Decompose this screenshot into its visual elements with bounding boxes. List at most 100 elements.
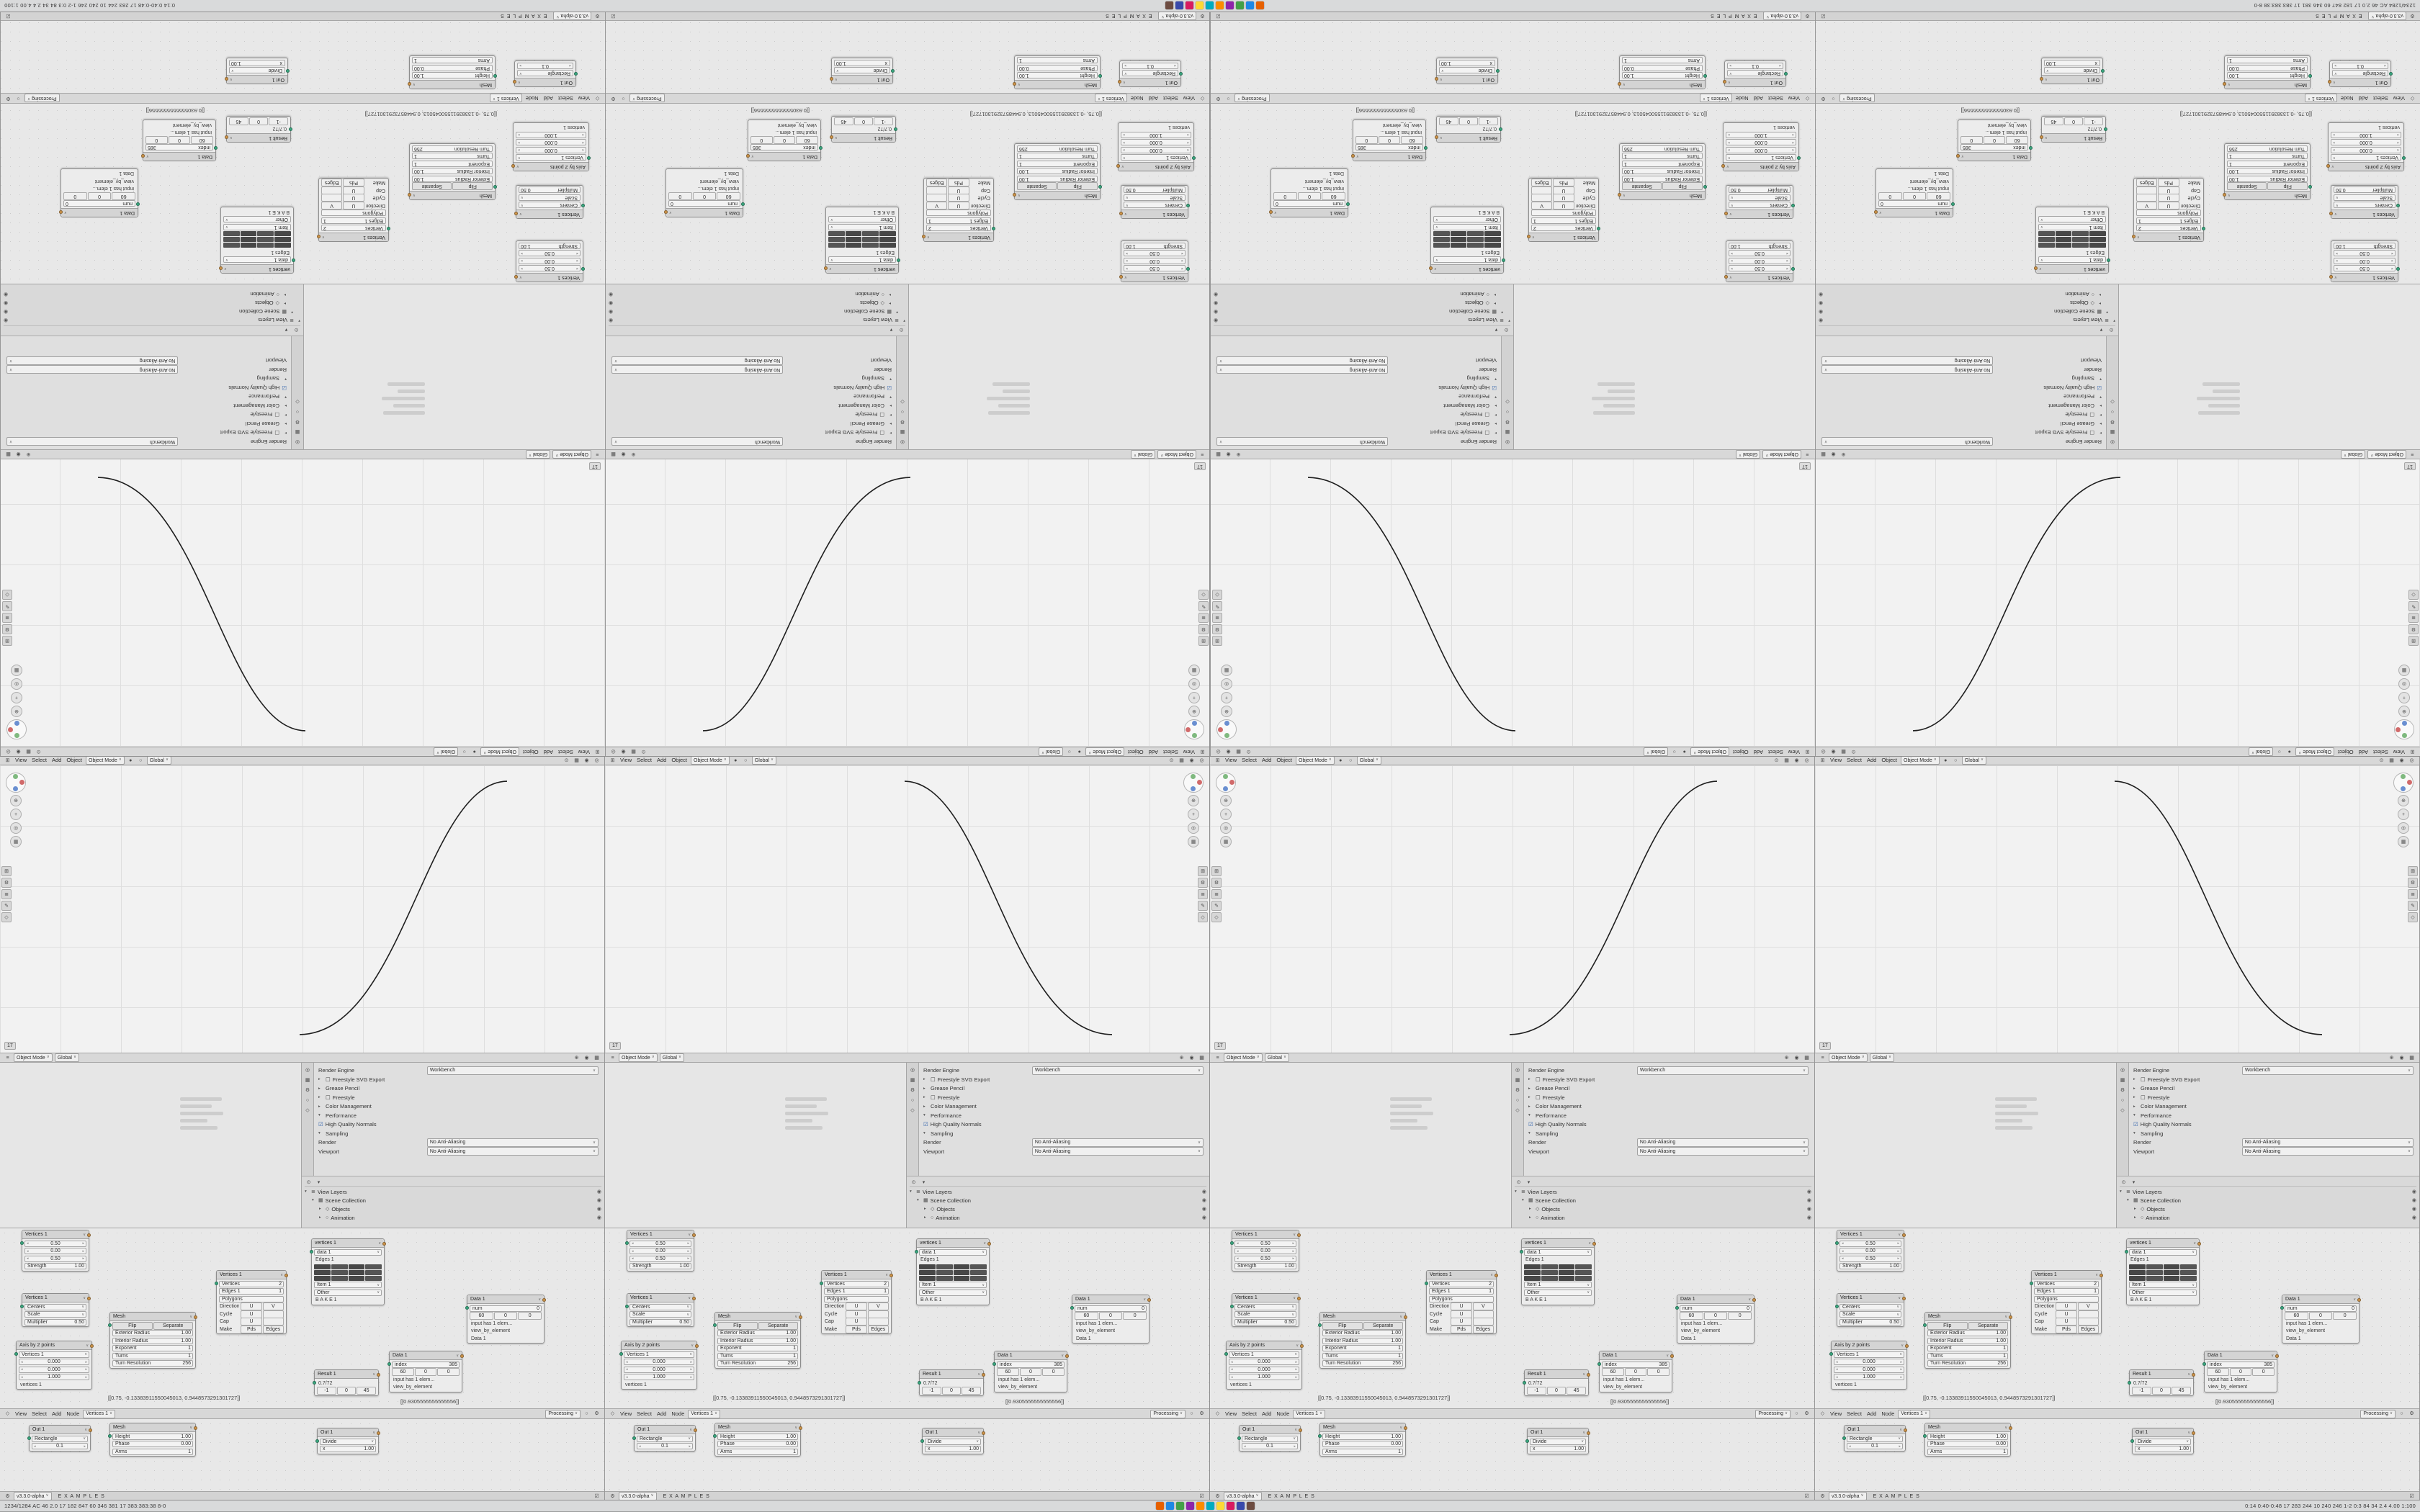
tab-output-icon[interactable]: ▦	[1505, 429, 1510, 434]
expand-icon[interactable]: ▸	[2134, 1215, 2136, 1220]
socket-dot[interactable]	[1116, 164, 1120, 168]
swatch-cell[interactable]	[936, 1264, 953, 1269]
socket-dot[interactable]	[2132, 235, 2136, 238]
checkbox-icon[interactable]: ☐	[1536, 1094, 1541, 1101]
menu-object[interactable]: Object	[1127, 748, 1144, 755]
node-header[interactable]: Vertices 1∨	[1726, 273, 1793, 282]
viewport-aa-select[interactable]: No Anti-Aliasing∨	[1821, 356, 1994, 365]
collapse-icon[interactable]: ▾	[1528, 1131, 1531, 1135]
tab-gear-icon[interactable]: ⚙	[2408, 624, 2419, 634]
socket-dot[interactable]	[1703, 74, 1707, 78]
render-aa-select[interactable]: No Anti-Aliasing∨	[1216, 365, 1389, 374]
swatch-cell[interactable]	[845, 231, 862, 237]
socket-dot[interactable]	[317, 235, 321, 238]
visibility-toggle[interactable]: ◉	[1201, 1215, 1206, 1220]
node[interactable]: Out 1∨Rectangle∨◂0.1▸	[1237, 1425, 1302, 1452]
node-dropdown[interactable]: data 1∨	[919, 1248, 987, 1256]
render-engine-select[interactable]: Workbench∨	[1216, 437, 1389, 446]
property-panel-color-management[interactable]: ▸ Color Management	[923, 1102, 1204, 1110]
node-header[interactable]: Mesh∨	[715, 1313, 800, 1321]
swatch-cell[interactable]	[2072, 237, 2089, 243]
menu-add[interactable]: Add	[2358, 748, 2369, 755]
expand-icon[interactable]: ▸	[889, 421, 892, 426]
node-header[interactable]: Out 1∨	[515, 78, 575, 86]
node-tree-select[interactable]: Vertices 1∨	[2304, 94, 2337, 103]
viewport-aa-select[interactable]: No Anti-Aliasing∨	[426, 1147, 599, 1156]
tab-diamond-icon[interactable]: ◇	[2408, 912, 2418, 922]
shading-icon[interactable]: ◉	[1226, 749, 1231, 755]
socket-dot[interactable]	[1956, 154, 1960, 158]
mode-select[interactable]: Object Mode∨	[2295, 747, 2334, 756]
menu-select[interactable]: Select	[1242, 757, 1257, 764]
menu-node[interactable]: Node	[525, 95, 539, 102]
socket-dot[interactable]	[830, 135, 833, 139]
node-dropdown[interactable]: Centers∨	[629, 1303, 691, 1310]
shading-icon[interactable]: ◉	[621, 749, 626, 755]
socket-dot[interactable]	[1496, 69, 1500, 73]
expand-icon[interactable]: ▸	[318, 1095, 321, 1099]
status-gear-icon[interactable]: ⚙	[1200, 13, 1205, 19]
swatch-cell[interactable]	[2038, 231, 2055, 237]
grid-icon[interactable]: ▦	[1199, 1055, 1204, 1061]
socket-dot[interactable]	[1494, 1274, 1498, 1277]
socket-dot[interactable]	[1424, 146, 1428, 150]
socket-dot[interactable]	[1904, 1428, 1907, 1432]
taskbar-app-icon[interactable]	[1165, 1, 1173, 10]
node-dropdown[interactable]: Vertices 1∨	[624, 1351, 694, 1358]
menu-view-node[interactable]: View	[620, 1410, 632, 1417]
tab-world-icon[interactable]: ○	[305, 1097, 310, 1103]
socket-dot[interactable]	[2099, 1274, 2103, 1277]
swatch-cell[interactable]	[879, 231, 896, 237]
socket-dot[interactable]	[2192, 1373, 2195, 1377]
visibility-icon[interactable]: ◉	[1794, 1055, 1799, 1061]
tab-diamond-icon[interactable]: ◇	[1211, 912, 1222, 922]
node-header[interactable]: Vertices 1∨	[22, 1294, 89, 1302]
collapse-icon[interactable]: ▾	[2133, 1131, 2136, 1135]
node-dropdown[interactable]: Item 1∨	[2129, 1282, 2197, 1288]
socket-dot[interactable]	[1119, 212, 1123, 215]
property-panel-freestyle[interactable]: ▸ ☐ Freestyle	[1216, 411, 1497, 419]
property-row-render-aa[interactable]: Render No Anti-Aliasing∨	[318, 1138, 599, 1147]
outliner-item-animation[interactable]: ▸ ○ Animation ◉	[4, 290, 300, 299]
swatch-cell[interactable]	[2180, 1264, 2197, 1269]
increment-arrow-icon[interactable]: ▸	[1292, 1241, 1294, 1246]
search-icon[interactable]: ⊙	[2109, 327, 2114, 333]
overlays-icon[interactable]: ▦	[2389, 757, 2394, 763]
expand-icon[interactable]: ▸	[284, 301, 286, 305]
expand-icon[interactable]: ▸	[1494, 292, 1496, 297]
socket-dot[interactable]	[1721, 164, 1725, 168]
decrement-arrow-icon[interactable]: ◂	[1792, 140, 1794, 145]
socket-dot[interactable]	[982, 1373, 985, 1377]
socket-dot[interactable]	[460, 1354, 464, 1358]
increment-arrow-icon[interactable]: ▸	[1897, 1256, 1899, 1261]
socket-dot[interactable]	[1835, 1305, 1839, 1308]
menu-add[interactable]: Add	[51, 757, 62, 764]
render-aa-select[interactable]: No Anti-Aliasing∨	[6, 365, 179, 374]
decrement-arrow-icon[interactable]: ◂	[1187, 140, 1189, 145]
outliner-item-view-layers[interactable]: ▾ ≣ View Layers ◉	[910, 1187, 1206, 1196]
menu-node[interactable]: Node	[1130, 95, 1144, 102]
node-value-field[interactable]: ◂0.000▸	[624, 1359, 694, 1365]
increment-arrow-icon[interactable]: ▸	[2336, 266, 2338, 271]
decrement-arrow-icon[interactable]: ◂	[1187, 148, 1189, 153]
